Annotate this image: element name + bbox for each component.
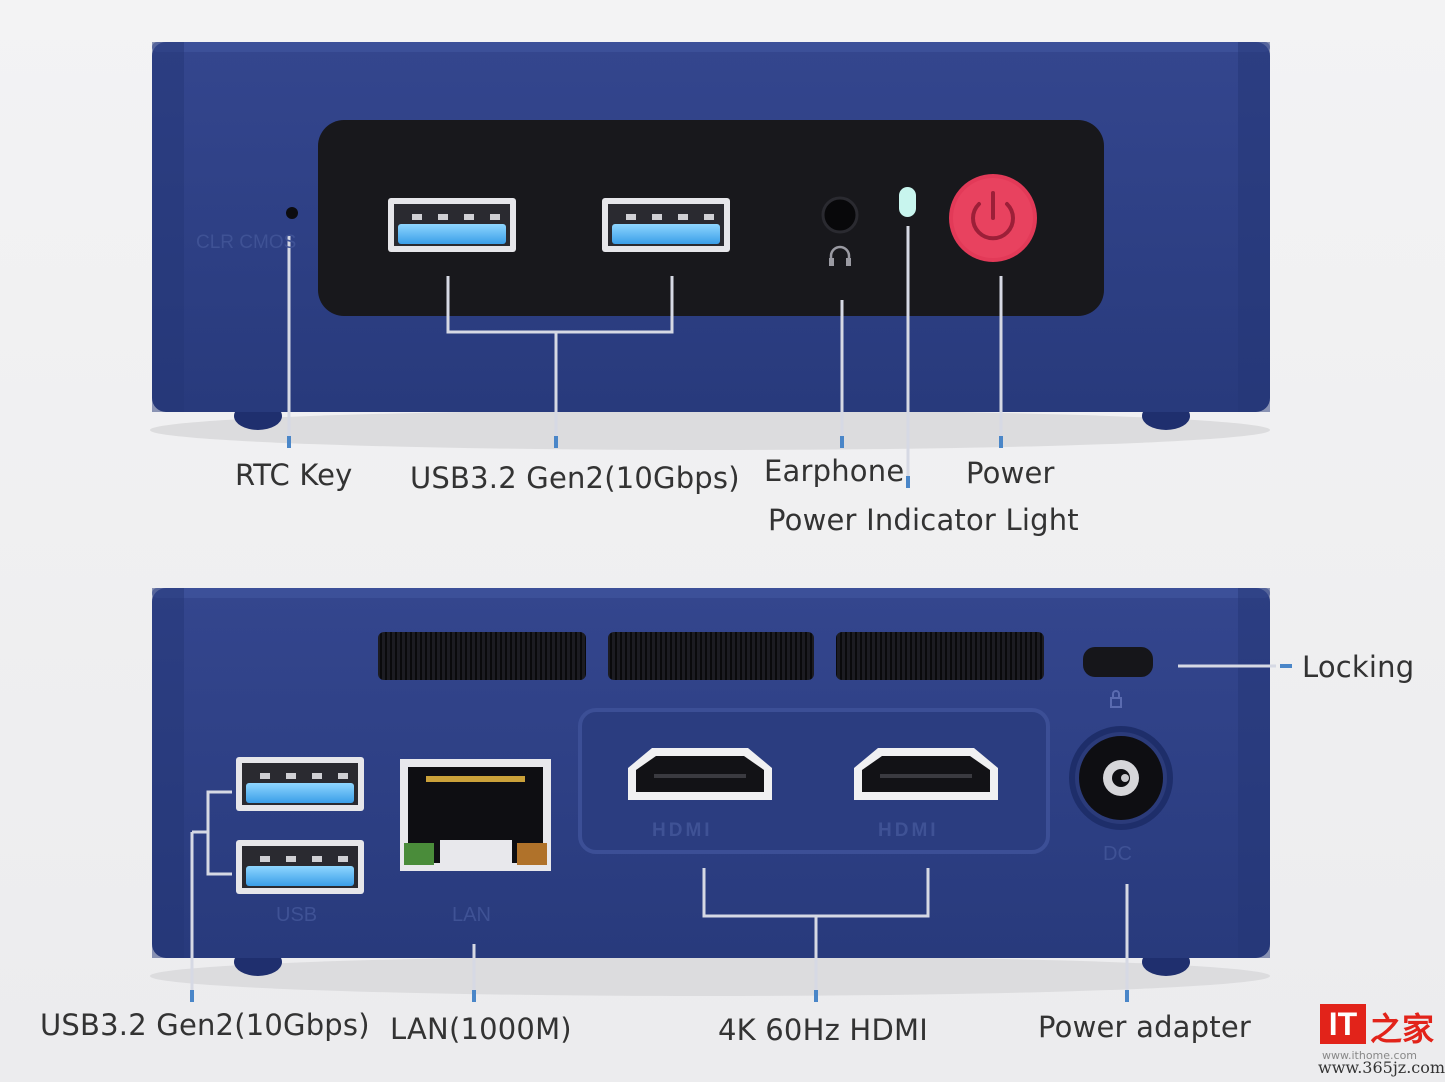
watermark-logo: IT (1320, 1004, 1366, 1044)
lan-silkscreen: LAN (452, 904, 491, 926)
hdmi-recess (578, 708, 1050, 854)
label-rtc-key: RTC Key (235, 458, 353, 492)
lan-led-orange (517, 843, 547, 865)
front-unit (150, 42, 1270, 488)
label-front-usb: USB3.2 Gen2(10Gbps) (410, 461, 740, 495)
watermark-url-large: www.365jz.com (1318, 1058, 1445, 1077)
label-rear-usb: USB3.2 Gen2(10Gbps) (40, 1008, 370, 1042)
hdmi-silkscreen-2: HDMI (878, 820, 939, 841)
hdmi-port-1 (628, 748, 772, 800)
rear-usb-port-2 (236, 840, 364, 894)
dc-jack (1069, 726, 1173, 830)
watermark-logo-cn: 之家 (1370, 1010, 1435, 1048)
label-power-adapter: Power adapter (1038, 1010, 1251, 1044)
power-icon (971, 202, 1015, 241)
kensington-lock-slot (1083, 647, 1153, 677)
label-locking: Locking (1302, 650, 1415, 684)
rear-usb-port-1 (236, 757, 364, 811)
usb-silkscreen: USB (276, 904, 318, 926)
label-hdmi: 4K 60Hz HDMI (718, 1013, 928, 1047)
front-usb-port-2 (602, 198, 730, 252)
dc-silkscreen: DC (1103, 843, 1132, 865)
power-button (949, 174, 1037, 262)
front-usb-port-1 (388, 198, 516, 252)
clr-cmos-hole (286, 207, 298, 219)
rear-leader-lines (190, 664, 1276, 994)
label-earphone: Earphone (764, 454, 905, 488)
vent-grilles (378, 632, 1044, 680)
label-power-indicator: Power Indicator Light (768, 503, 1079, 537)
lan-led-green (404, 843, 434, 865)
lock-icon (1110, 690, 1122, 708)
lan-port (400, 759, 551, 871)
rear-unit (150, 588, 1292, 1002)
headphone-icon (829, 245, 851, 262)
earphone-jack (821, 196, 859, 266)
label-lan: LAN(1000M) (390, 1012, 572, 1046)
clr-cmos-silkscreen: CLR CMOS (196, 232, 297, 253)
watermark-url-small: www.ithome.com (1322, 1049, 1418, 1062)
hdmi-silkscreen-1: HDMI (652, 820, 713, 841)
label-power: Power (966, 456, 1055, 490)
hdmi-port-2 (854, 748, 998, 800)
front-leader-lines (287, 226, 1003, 480)
power-indicator-led (899, 187, 916, 217)
